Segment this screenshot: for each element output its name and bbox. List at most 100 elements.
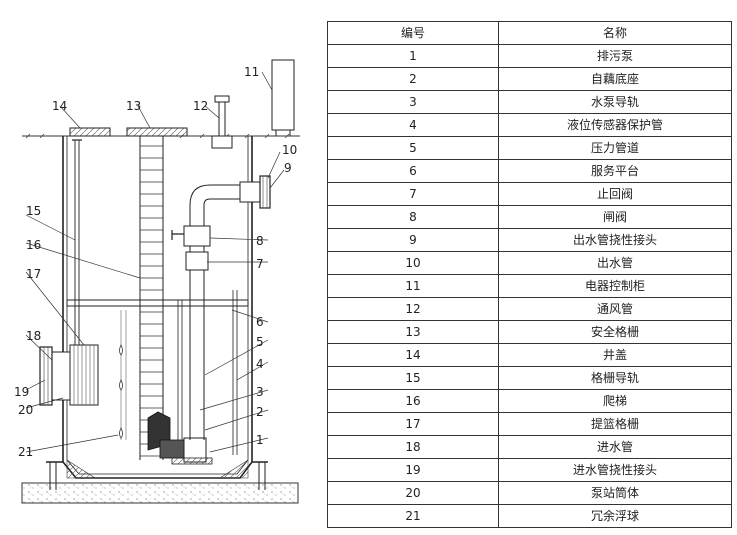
cell-number: 1 xyxy=(327,44,499,68)
cell-name: 电器控制柜 xyxy=(498,274,732,298)
manhole-cover xyxy=(69,127,111,137)
callout-5: 5 xyxy=(256,335,264,349)
cell-name: 出水管挠性接头 xyxy=(498,228,732,252)
pump-station-diagram: 1 2 3 4 5 6 7 8 9 10 11 12 13 14 15 16 1… xyxy=(14,59,300,504)
cell-number: 15 xyxy=(327,366,499,390)
cell-number: 3 xyxy=(327,90,499,114)
control-cabinet xyxy=(271,59,295,136)
callout-7: 7 xyxy=(256,257,264,271)
callout-20: 20 xyxy=(18,403,33,417)
cell-name: 止回阀 xyxy=(498,182,732,206)
cell-number: 10 xyxy=(327,251,499,275)
callout-12: 12 xyxy=(193,99,208,113)
cell-name: 提篮格栅 xyxy=(498,412,732,436)
cell-number: 18 xyxy=(327,435,499,459)
ventilation-pipe xyxy=(211,95,233,149)
cell-name: 服务平台 xyxy=(498,159,732,183)
cell-name: 井盖 xyxy=(498,343,732,367)
cell-number: 20 xyxy=(327,481,499,505)
check-valve xyxy=(185,251,209,271)
cell-name: 闸阀 xyxy=(498,205,732,229)
cell-name: 爬梯 xyxy=(498,389,732,413)
gate-valve xyxy=(171,225,211,247)
cell-name: 水泵导轨 xyxy=(498,90,732,114)
callout-9: 9 xyxy=(284,161,292,175)
callout-17: 17 xyxy=(26,267,41,281)
cell-number: 9 xyxy=(327,228,499,252)
station-cylinder xyxy=(46,136,268,490)
cell-name: 通风管 xyxy=(498,297,732,321)
cell-name: 冗余浮球 xyxy=(498,504,732,528)
basket-grate xyxy=(69,344,99,406)
safety-grate xyxy=(126,127,188,137)
callout-14: 14 xyxy=(52,99,67,113)
cell-name: 出水管 xyxy=(498,251,732,275)
callout-2: 2 xyxy=(256,405,264,419)
outlet-pipe xyxy=(239,175,271,209)
ladder xyxy=(139,136,164,460)
cell-number: 17 xyxy=(327,412,499,436)
sensor-protection-tube xyxy=(232,290,238,455)
header-number: 编号 xyxy=(327,21,499,45)
leader-lines xyxy=(25,71,285,453)
table-header-row: 编号 名称 xyxy=(327,21,732,45)
pressure-pipe xyxy=(189,184,240,440)
cell-number: 2 xyxy=(327,67,499,91)
cell-name: 泵站筒体 xyxy=(498,481,732,505)
cell-number: 11 xyxy=(327,274,499,298)
cell-name: 自藕底座 xyxy=(498,67,732,91)
auto-coupling-base xyxy=(171,437,213,465)
pump-guide-rail xyxy=(177,300,183,440)
cell-number: 13 xyxy=(327,320,499,344)
cell-number: 14 xyxy=(327,343,499,367)
callout-8: 8 xyxy=(256,234,264,248)
cell-number: 12 xyxy=(327,297,499,321)
float-switches xyxy=(119,310,127,440)
callout-13: 13 xyxy=(126,99,141,113)
callout-10: 10 xyxy=(282,143,297,157)
concrete-foundation xyxy=(21,482,299,504)
header-name: 名称 xyxy=(498,21,732,45)
cell-name: 安全格栅 xyxy=(498,320,732,344)
cell-name: 进水管 xyxy=(498,435,732,459)
cell-number: 8 xyxy=(327,205,499,229)
cell-name: 进水管挠性接头 xyxy=(498,458,732,482)
cell-number: 6 xyxy=(327,159,499,183)
callout-15: 15 xyxy=(26,204,41,218)
inlet-pipe xyxy=(39,346,71,406)
sewage-pump xyxy=(147,411,185,459)
cell-name: 格栅导轨 xyxy=(498,366,732,390)
callout-11: 11 xyxy=(244,65,259,79)
cell-name: 压力管道 xyxy=(498,136,732,160)
cell-number: 7 xyxy=(327,182,499,206)
callout-4: 4 xyxy=(256,357,264,371)
callout-1: 1 xyxy=(256,433,264,447)
service-platform xyxy=(66,299,249,307)
cell-number: 19 xyxy=(327,458,499,482)
cell-name: 排污泵 xyxy=(498,44,732,68)
cell-name: 液位传感器保护管 xyxy=(498,113,732,137)
cell-number: 16 xyxy=(327,389,499,413)
callout-3: 3 xyxy=(256,385,264,399)
callout-21: 21 xyxy=(18,445,33,459)
